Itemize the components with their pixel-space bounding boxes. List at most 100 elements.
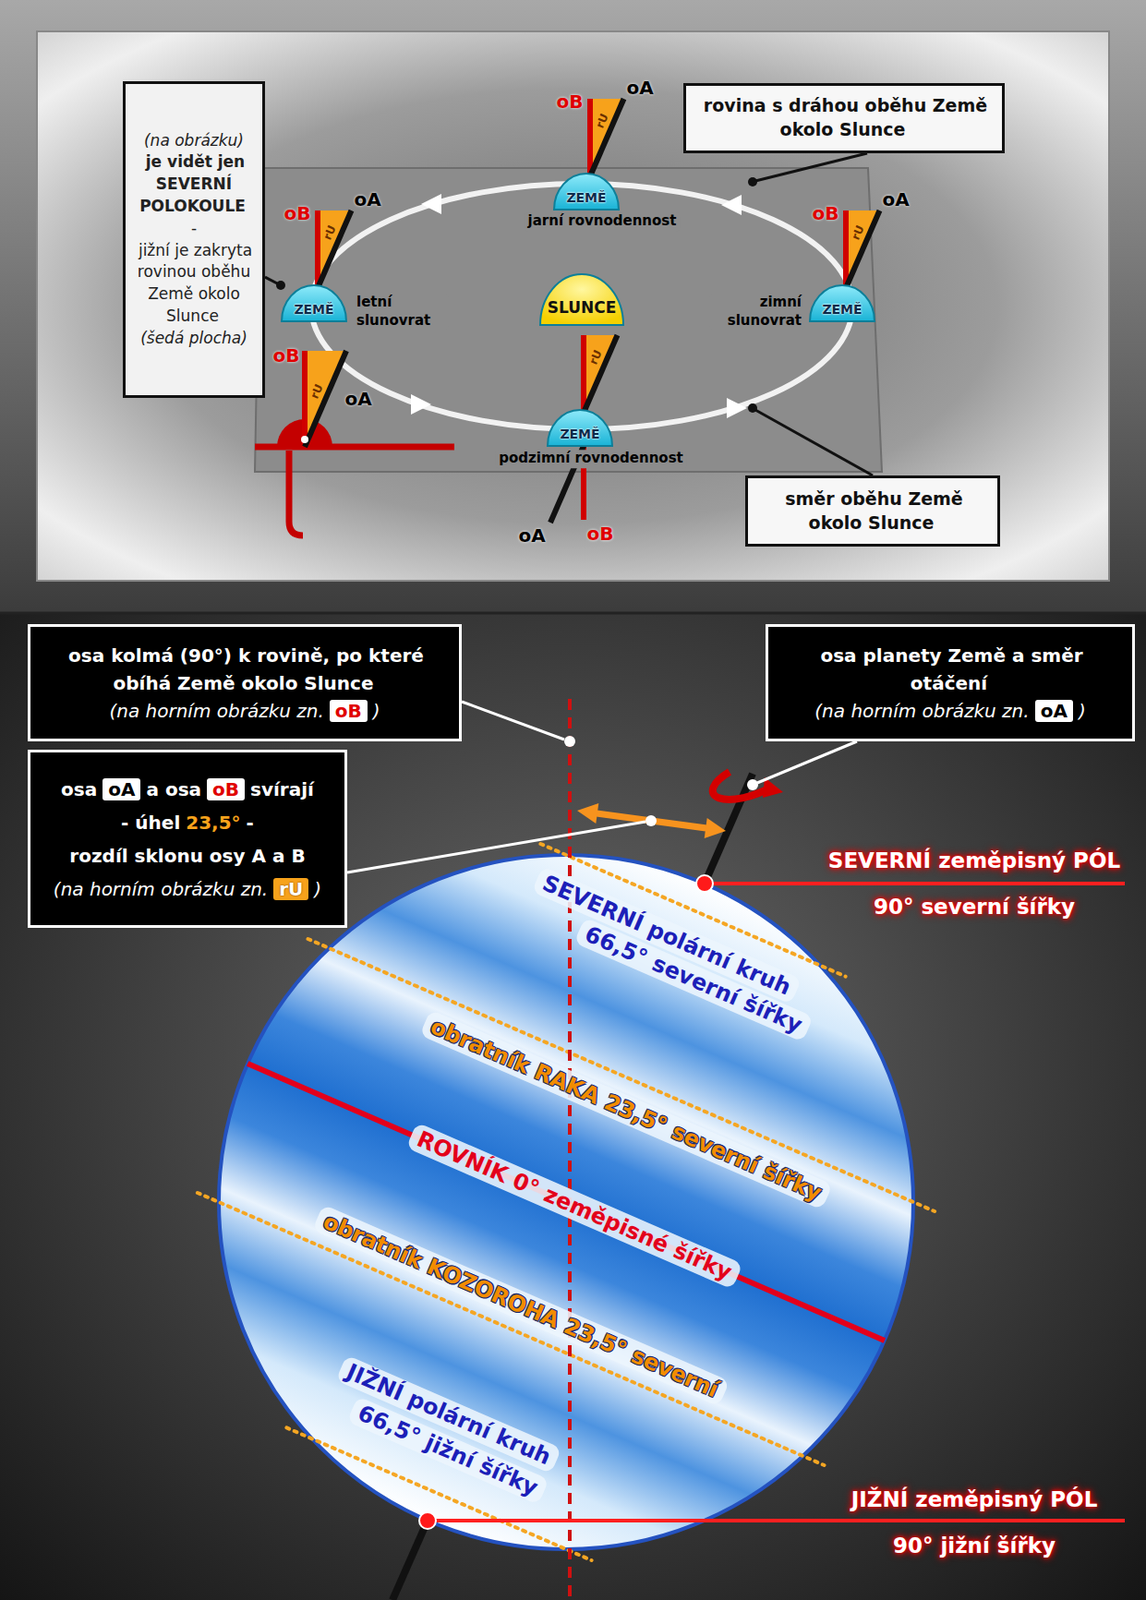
background [0,612,1146,1600]
leader-connector [265,277,286,290]
leader-line [755,410,873,476]
text-line: osaoAa osaoBsvírají [41,772,334,807]
node-text: (šedá plocha) [140,328,248,348]
marker-chip: oA [102,778,141,801]
tropic-line [308,939,936,1212]
text-line: (šedá plocha) [131,327,257,350]
tropic-line [197,1193,825,1466]
pole-line [704,881,1125,886]
axis-label: oB [556,92,584,111]
node-text: - [246,811,254,834]
node-text: rovina s dráhou oběhu Země okolo Slunce [703,95,988,140]
pole-dot [696,875,713,893]
node-text: ) [373,699,381,723]
season-label: podzimní rovnodennost [494,449,687,469]
leader-dot [564,735,576,748]
angle-wedge [304,350,347,447]
angle-label: rU [308,382,325,400]
angle-wedge [583,335,618,413]
earth-dome: ZEMĚ [808,284,876,322]
axis-label: oB [284,204,312,223]
text-line: ZEMĚ [808,284,876,317]
orbit-arrow [721,194,742,216]
leader-dot [645,815,657,827]
leader-line [755,153,868,181]
text-line: jižní je zakryta rovinou oběhu Země okol… [131,240,257,328]
angle-arrowhead [577,803,599,824]
axis-a [317,210,352,289]
axis-b [587,98,593,177]
axis-label: oB [273,346,301,365]
dome-outline [547,410,613,447]
protractor-hook [289,450,303,536]
angle-arrowhead [704,818,726,839]
node-text: (na horním obrázku zn. [814,699,1029,723]
text-line: směr oběhu Země okolo Slunce [757,487,989,535]
axis-b [580,335,587,413]
text-line: ZEMĚ [546,409,614,442]
node-text: (na horním obrázku zn. [53,878,268,901]
node-text: ) [313,878,322,901]
pole-dot [419,1512,436,1530]
text-line: SLUNCE [539,273,625,317]
orbit-arrow [421,193,442,215]
marker-chip: oB [329,699,368,723]
node-text: ) [1078,699,1086,723]
text-line: - [131,217,257,241]
node-text: 23,5° [185,811,241,834]
node-text: jižní je zakryta rovinou oběhu Země okol… [137,241,253,326]
node-text: ZEMĚ [821,301,862,317]
angle-label: rU [321,223,338,242]
angle-label: rU [587,348,604,366]
text-line: ZEMĚ [280,284,348,317]
axis-b [301,350,308,447]
callout-box: osa planety Země a směr otáčení(na horní… [765,624,1135,742]
axis-label: oA [881,190,909,209]
dome-outline [540,274,624,326]
callout-box: rovina s dráhou oběhu Země okolo Slunce [683,83,1005,154]
protractor-dot [301,435,309,444]
angle-wedge [845,210,881,289]
dome-outline [809,285,875,322]
pole-label: 90° severní šířky [873,894,1075,921]
season-label: jarní rovnodennost [524,212,681,231]
axis-label: oB [587,524,615,543]
leader-dot [747,177,758,187]
node-text: SLUNCE [547,298,617,317]
axis-a [590,98,625,177]
node-text: osa planety Země a směr otáčení [820,644,1083,695]
axis-a [845,210,881,289]
dome-outline [281,285,347,322]
node-text: osa [60,778,97,801]
leader-line [347,821,646,873]
axis-b [843,210,849,289]
pole-label: SEVERNÍ zeměpisný PÓL [828,848,1121,875]
callout-box: osaoAa osaoBsvírají - úhel23,5°- rozdíl sk… [27,749,348,929]
angle-label: rU [849,223,866,242]
text-line: (na horním obrázku zn.rU) [41,872,334,906]
node-text: (na obrázku) [144,131,244,150]
node-text: osa kolmá (90°) k rovině, po které obíhá… [68,644,424,695]
axis-label: oA [344,389,372,409]
leader-dot [747,403,758,413]
text-line: rovina s dráhou oběhu Země okolo Slunce [695,94,993,142]
earth-dome: ZEMĚ [553,172,620,210]
axis-label: oA [353,190,381,209]
axis-b [314,210,321,289]
node-text: svírají [250,778,314,801]
orbit-arrow [726,398,748,419]
text-line: (na obrázku) [131,130,257,153]
angle-wedge [317,210,352,289]
axis-label: oA [518,526,545,545]
angle-label: rU [593,111,610,130]
pole-label: 90° jižní šířky [892,1533,1056,1560]
orbit-arrow [410,394,432,415]
leader-line [757,741,857,784]
node-text: rozdíl sklonu osy A a B [69,844,305,868]
text-line: (na horním obrázku zn.oA) [779,697,1122,725]
callout-box: směr oběhu Země okolo Slunce [745,475,1001,547]
node-text: (na horním obrázku zn. [108,699,324,723]
frame-face [36,31,1110,581]
node-text: - úhel [120,811,181,834]
marker-chip: rU [273,878,309,901]
